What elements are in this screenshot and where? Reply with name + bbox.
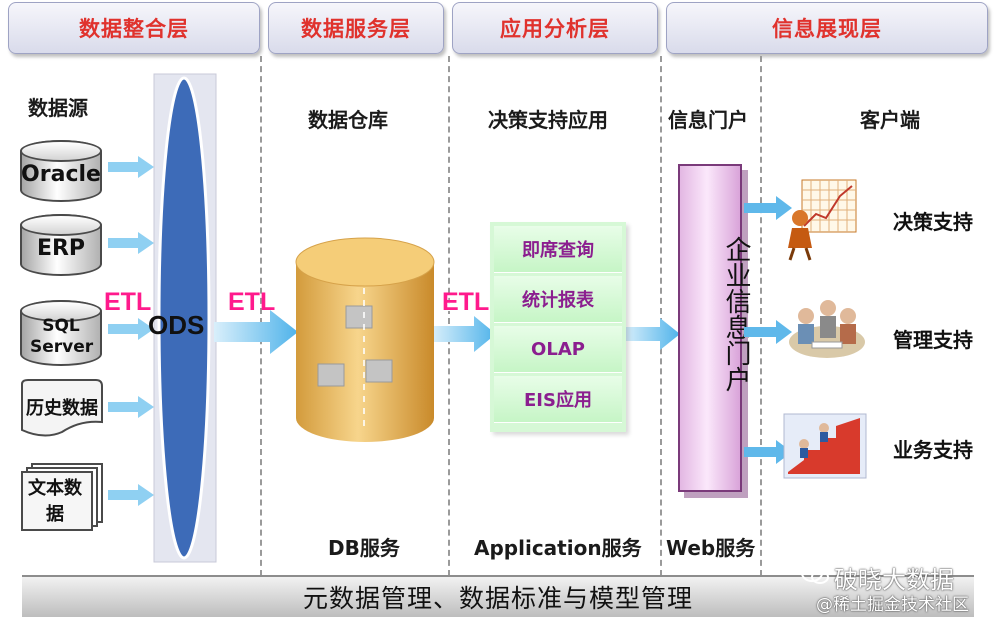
etl-label: ETL bbox=[442, 288, 490, 316]
arrow-right-icon bbox=[744, 320, 792, 344]
arrow-right-icon bbox=[744, 440, 792, 464]
enterprise-portal: 企业信息门户 bbox=[678, 164, 751, 492]
arrow-right-icon bbox=[624, 318, 680, 350]
web-service-label: Web服务 bbox=[666, 536, 756, 560]
source-sql-server: SQL Server bbox=[20, 300, 102, 366]
ods-ellipse bbox=[153, 73, 217, 563]
app-item-adhoc-query: 即席查询 bbox=[494, 226, 622, 273]
source-text-label: 文本数据 bbox=[28, 478, 82, 525]
divider bbox=[260, 56, 262, 576]
source-oracle: Oracle bbox=[20, 140, 102, 202]
app-service-label: Application服务 bbox=[474, 536, 642, 560]
client-decision-label: 决策支持 bbox=[893, 210, 973, 234]
source-erp: ERP bbox=[20, 214, 102, 276]
arrow-right-icon bbox=[108, 232, 154, 254]
decision-chart-icon bbox=[788, 179, 857, 261]
wechat-icon bbox=[801, 564, 829, 584]
source-text-doc bbox=[21, 463, 103, 531]
ods-label: ODS bbox=[148, 310, 205, 340]
app-item-report: 统计报表 bbox=[494, 276, 622, 323]
arrow-right-icon bbox=[108, 484, 154, 506]
arrow-right-icon bbox=[108, 318, 154, 340]
management-team-icon bbox=[789, 300, 865, 358]
layer-header-service: 数据服务层 bbox=[268, 2, 444, 54]
arrow-right-icon bbox=[108, 396, 154, 418]
decision-app-label: 决策支持应用 bbox=[488, 108, 608, 132]
client-label: 客户端 bbox=[860, 108, 920, 132]
warehouse-label: 数据仓库 bbox=[308, 108, 388, 132]
db-service-label: DB服务 bbox=[328, 536, 400, 560]
etl-label: ETL bbox=[104, 288, 152, 316]
source-history-text: 历史数据 bbox=[26, 397, 98, 419]
app-item-eis: EIS应用 bbox=[494, 376, 622, 423]
layer-label: 数据整合层 bbox=[79, 17, 189, 41]
layer-label: 数据服务层 bbox=[301, 17, 411, 41]
business-growth-icon bbox=[783, 413, 867, 479]
arrow-right-icon bbox=[432, 316, 496, 352]
etl-label: ETL bbox=[228, 288, 276, 316]
layer-header-analysis: 应用分析层 bbox=[452, 2, 658, 54]
app-item-olap: OLAP bbox=[494, 326, 622, 373]
divider bbox=[448, 56, 450, 576]
arrow-right-icon bbox=[108, 156, 154, 178]
datasource-label: 数据源 bbox=[28, 96, 88, 120]
portal-text: 企业信息门户 bbox=[721, 236, 751, 392]
layer-label: 信息展现层 bbox=[772, 17, 882, 41]
arrow-right-icon bbox=[214, 310, 298, 354]
client-management-label: 管理支持 bbox=[893, 328, 973, 352]
source-history-doc: 历史数据 bbox=[21, 379, 103, 437]
divider bbox=[660, 56, 662, 576]
data-warehouse-cylinder bbox=[295, 237, 435, 442]
watermark-wechat: 破晓大数据 bbox=[834, 566, 954, 594]
arrow-right-icon bbox=[744, 196, 792, 220]
layer-header-integration: 数据整合层 bbox=[8, 2, 260, 54]
divider bbox=[760, 56, 762, 576]
layer-label: 应用分析层 bbox=[500, 17, 610, 41]
watermark-community: @稀土掘金技术社区 bbox=[816, 595, 969, 615]
client-business-label: 业务支持 bbox=[893, 438, 973, 462]
portal-label: 信息门户 bbox=[668, 108, 748, 132]
layer-header-presentation: 信息展现层 bbox=[666, 2, 988, 54]
